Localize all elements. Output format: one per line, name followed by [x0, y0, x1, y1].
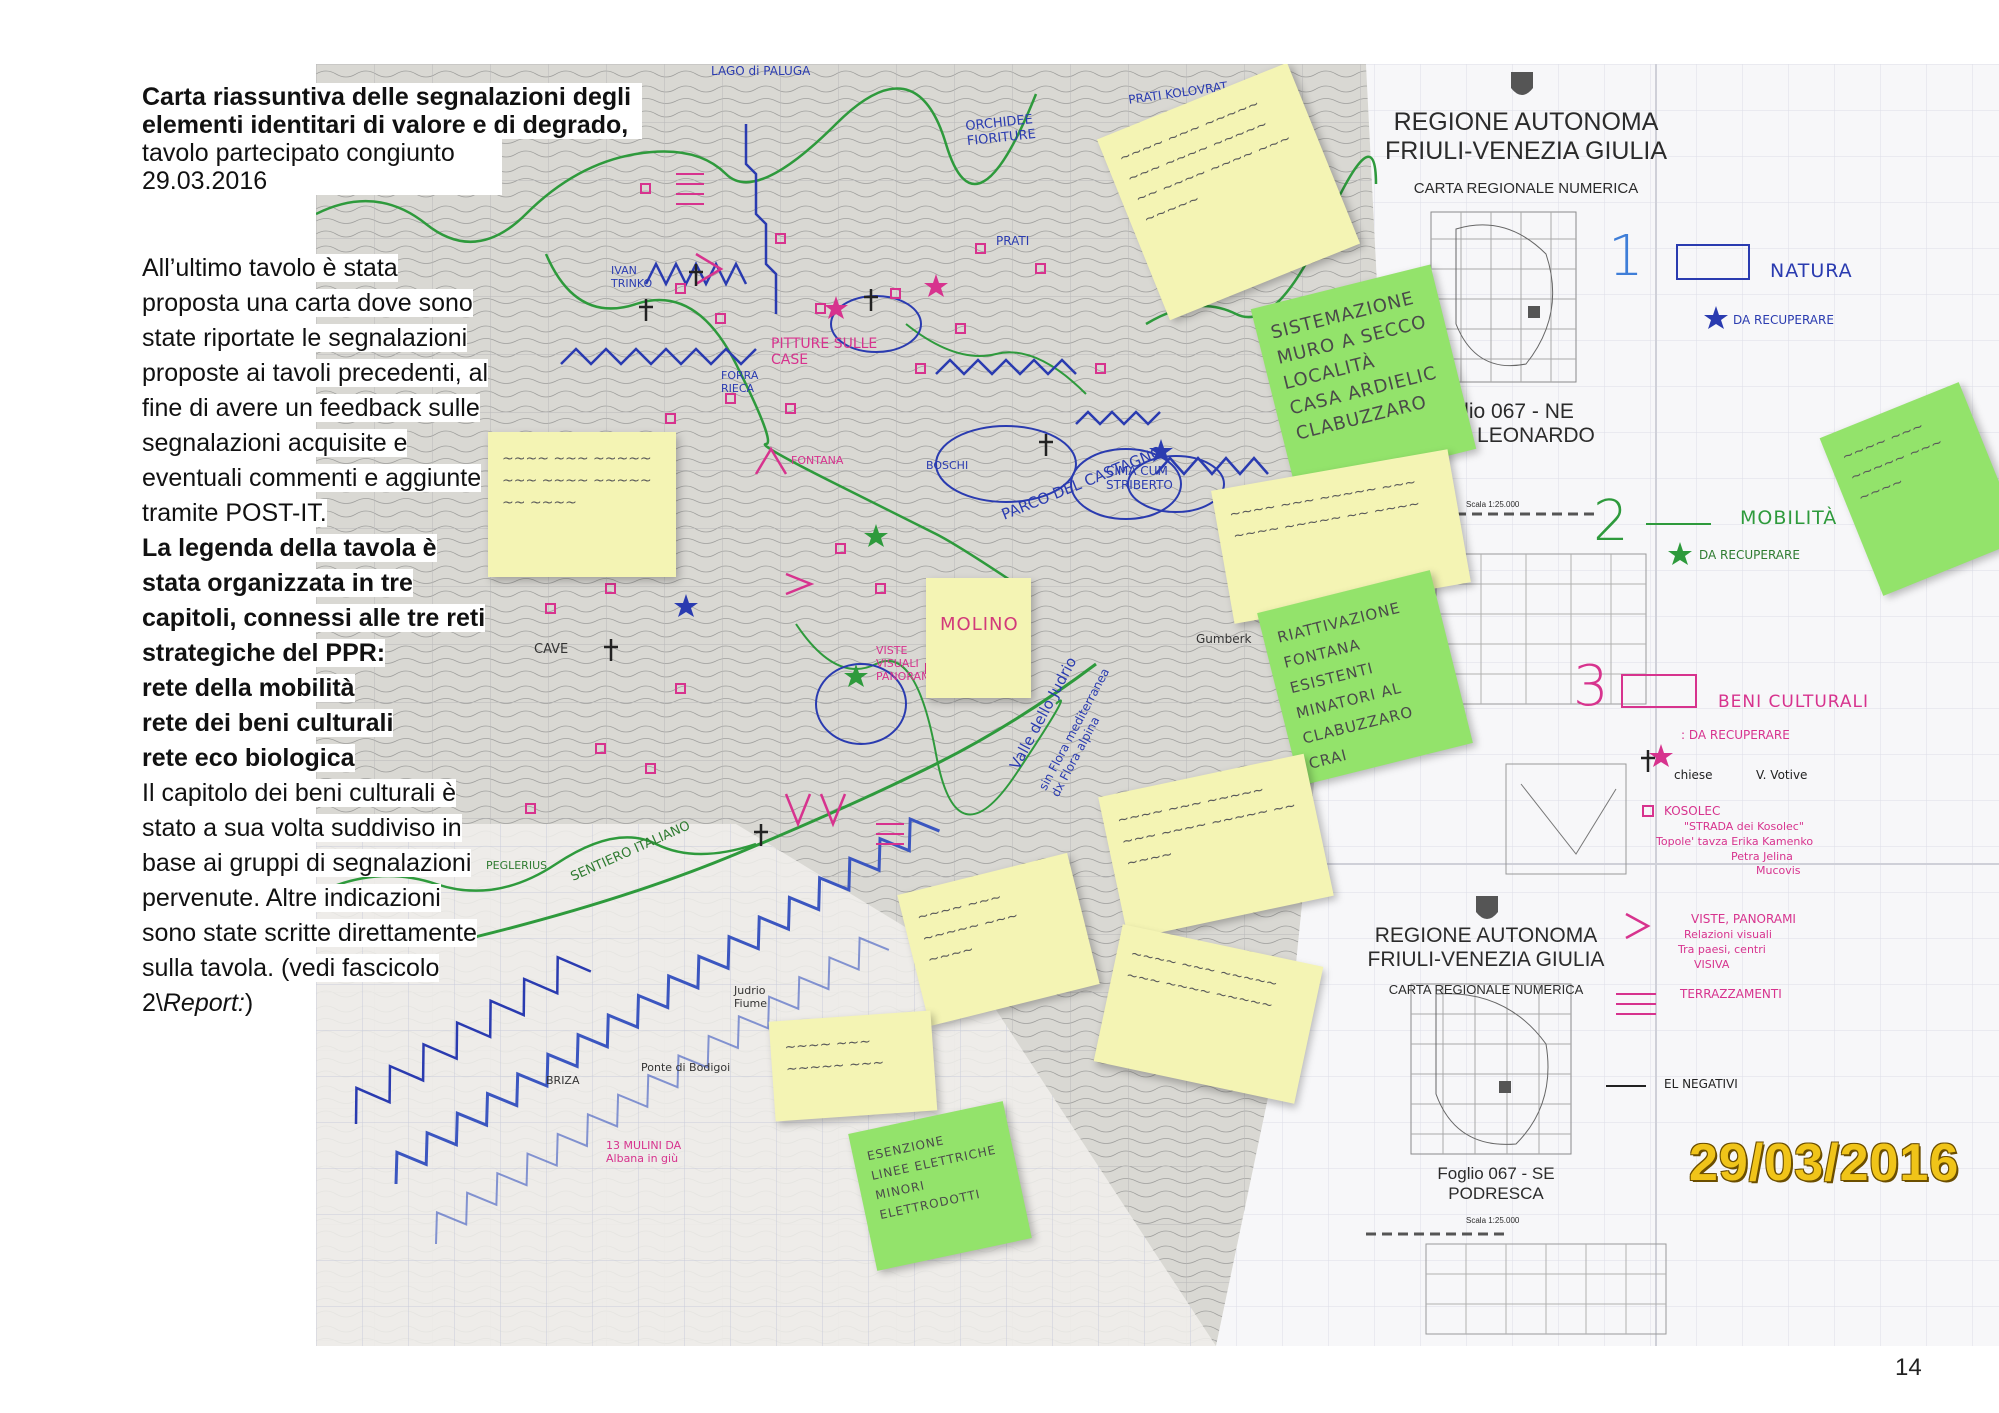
legend-viste: VISTE, PANORAMI: [1691, 912, 1796, 926]
map-label-forra: FORRA RIECA: [721, 369, 759, 395]
legend-chiese: chiese: [1674, 768, 1713, 782]
body-outro: Il capitolo dei beni culturali è stato a…: [142, 779, 477, 1017]
legend-number-1: 1: [1608, 224, 1644, 289]
map-label-pitture: PITTURE SULLE CASE: [771, 336, 878, 368]
map-label-judrio-fiume: Judrio Fiume: [734, 984, 768, 1010]
sheet-top-scale: Scala 1:25.000: [1466, 500, 1520, 509]
body-legend-intro: La legenda della tavola è stata organizz…: [142, 534, 486, 667]
map-label-fontana: FONTANA: [791, 454, 844, 467]
legend-beni-label: BENI CULTURALI: [1718, 692, 1870, 712]
sheet-bottom-place: PODRESCA: [1448, 1184, 1544, 1203]
map-label-peglerius: PEGLERIUS: [486, 859, 548, 872]
legend-votive: V. Votive: [1756, 768, 1808, 782]
page-number: 14: [1895, 1354, 1922, 1381]
legend-kosolec-sub2: Topole' tavza Erika Kamenko: [1656, 835, 1814, 848]
sheet-bottom-scale: Scala 1:25.000: [1466, 1216, 1520, 1225]
sheet-bottom-foglio-number: Foglio 067 - SE: [1437, 1164, 1555, 1183]
map-label-cima: CIMA CUM STRIBERTO: [1106, 464, 1173, 492]
body-report-ref: Report:: [162, 989, 245, 1017]
legend-viste-sub2: Tra paesi, centri: [1678, 943, 1766, 956]
network-mobilita: rete della mobilità: [142, 674, 355, 702]
map-label-ponte: Ponte di Bodigoi: [641, 1061, 731, 1074]
legend-viste-sub3: VISIVA: [1694, 958, 1730, 971]
legend-beni-sub: : DA RECUPERARE: [1681, 728, 1790, 742]
legend-number-2: 2: [1593, 489, 1629, 554]
network-eco-biologica: rete eco biologica: [142, 744, 355, 772]
postit-note-3: ~~~~ ~~~ ~~~~~ ~~~ ~~~~ ~~~~~ ~~ ~~~~: [488, 432, 676, 577]
sheet-top-region-2: FRIULI-VENEZIA GIULIA: [1384, 137, 1667, 165]
postit-molino-text: MOLINO: [940, 614, 1019, 635]
map-label-prati: PRATI: [996, 234, 1030, 248]
sheet-bottom-region-2: FRIULI-VENEZIA GIULIA: [1367, 948, 1605, 971]
legend-mobilita-sub: DA RECUPERARE: [1699, 548, 1800, 562]
map-photo: LAGO di PALUGA PRATI KOLOVRAT ORCHIDEE F…: [316, 64, 1999, 1346]
caption-title: Carta riassuntiva delle segnalazioni deg…: [142, 83, 642, 139]
legend-viste-sub1: Relazioni visuali: [1684, 928, 1772, 941]
legend-negativi: EL NEGATIVI: [1664, 1077, 1738, 1091]
map-label-lago: LAGO di PALUGA: [711, 64, 811, 78]
sheet-top-region-1: REGIONE AUTONOMA: [1393, 108, 1659, 136]
legend-kosolec-sub1: "STRADA dei Kosolec": [1684, 820, 1804, 833]
legend-natura-symbol: [1676, 244, 1750, 280]
caption-subtitle: tavolo partecipato congiunto 29.03.2016: [142, 139, 502, 195]
legend-kosolec-sub4: Mucovis: [1756, 864, 1801, 877]
legend-beni-symbol: [1621, 674, 1697, 708]
legend-kosolec: KOSOLEC: [1664, 804, 1721, 818]
legend-number-3: 3: [1573, 654, 1609, 719]
sheet-bottom-region-1: REGIONE AUTONOMA: [1374, 924, 1598, 947]
body-end: ): [244, 989, 254, 1017]
sheet-bottom-header: REGIONE AUTONOMA FRIULI-VENEZIA GIULIA C…: [1336, 924, 1636, 997]
legend-kosolec-sub3: Petra Jelina: [1731, 850, 1793, 863]
sheet-top-carta: CARTA REGIONALE NUMERICA: [1413, 180, 1639, 197]
postit-note-7: ~~~~ ~~~ ~~~~~ ~~~: [768, 1010, 938, 1122]
postit-molino: MOLINO: [926, 578, 1031, 698]
map-label-mulini: 13 MULINI DA Albana in giù: [606, 1139, 682, 1165]
body-text: All’ultimo tavolo è stata proposta una c…: [142, 251, 497, 1021]
legend-mobilita-label: MOBILITÀ: [1740, 507, 1838, 529]
sheet-bottom-carta: CARTA REGIONALE NUMERICA: [1388, 982, 1584, 997]
legend-terrazzamenti: TERRAZZAMENTI: [1680, 987, 1782, 1001]
legend-natura-label: NATURA: [1770, 260, 1853, 282]
map-label-boschi: BOSCHI: [926, 459, 969, 472]
map-label-cave: CAVE: [534, 642, 569, 657]
sheet-top-header: REGIONE AUTONOMA FRIULI-VENEZIA GIULIA C…: [1376, 108, 1676, 197]
body-intro: All’ultimo tavolo è stata proposta una c…: [142, 254, 489, 527]
sheet-bottom-foglio: Foglio 067 - SE PODRESCA: [1396, 1164, 1596, 1204]
map-label-gumberk: Gumberk: [1196, 632, 1252, 646]
map-label-viste: VISTE VISUALI PANORAMA: [876, 644, 939, 683]
network-beni-culturali: rete dei beni culturali: [142, 709, 394, 737]
date-stamp: 29/03/2016: [1689, 1134, 1960, 1192]
map-label-briza: BRIZA: [546, 1074, 580, 1087]
text-column: Carta riassuntiva delle segnalazioni deg…: [142, 83, 642, 1021]
legend-natura-sub: DA RECUPERARE: [1733, 313, 1834, 327]
map-label-ivan-trinko: IVAN TRINKO: [611, 264, 653, 290]
